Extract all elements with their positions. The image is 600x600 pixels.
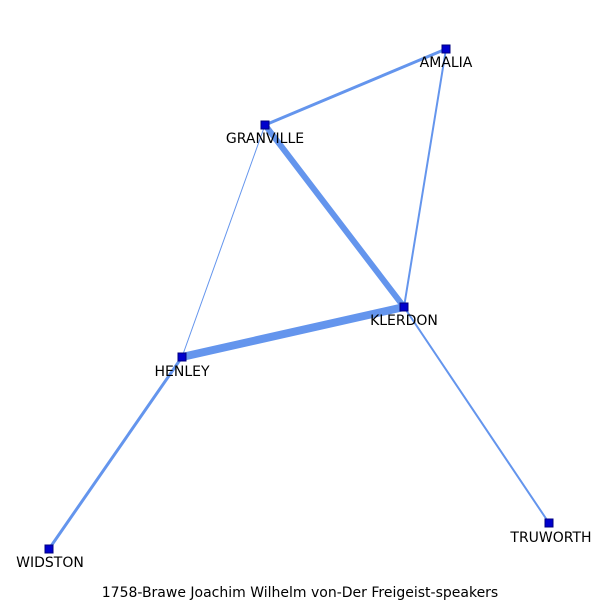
node-label-widston: WIDSTON [16,555,84,571]
node-klerdon[interactable] [399,302,409,312]
edge-amalia-klerdon [403,48,447,308]
node-henley[interactable] [177,352,187,362]
node-layer [44,44,554,554]
edge-granville-amalia [263,47,448,127]
node-label-amalia: AMALIA [420,55,473,71]
edge-granville-henley [181,124,266,358]
node-widston[interactable] [44,544,54,554]
edge-henley-widston [47,355,184,551]
graph-caption: 1758-Brawe Joachim Wilhelm von-Der Freig… [102,585,498,600]
node-label-klerdon: KLERDON [370,313,438,329]
node-label-granville: GRANVILLE [226,131,304,147]
node-amalia[interactable] [441,44,451,54]
node-granville[interactable] [260,120,270,130]
node-label-henley: HENLEY [154,364,209,380]
node-label-truworth: TRUWORTH [509,530,591,546]
edge-henley-klerdon [178,303,408,361]
edge-layer [47,47,550,551]
edge-klerdon-truworth [403,306,550,524]
node-truworth[interactable] [544,518,554,528]
edge-granville-klerdon [262,122,407,310]
label-layer: AMALIA GRANVILLE KLERDON HENLEY WIDSTON TRUWO… [16,55,591,571]
